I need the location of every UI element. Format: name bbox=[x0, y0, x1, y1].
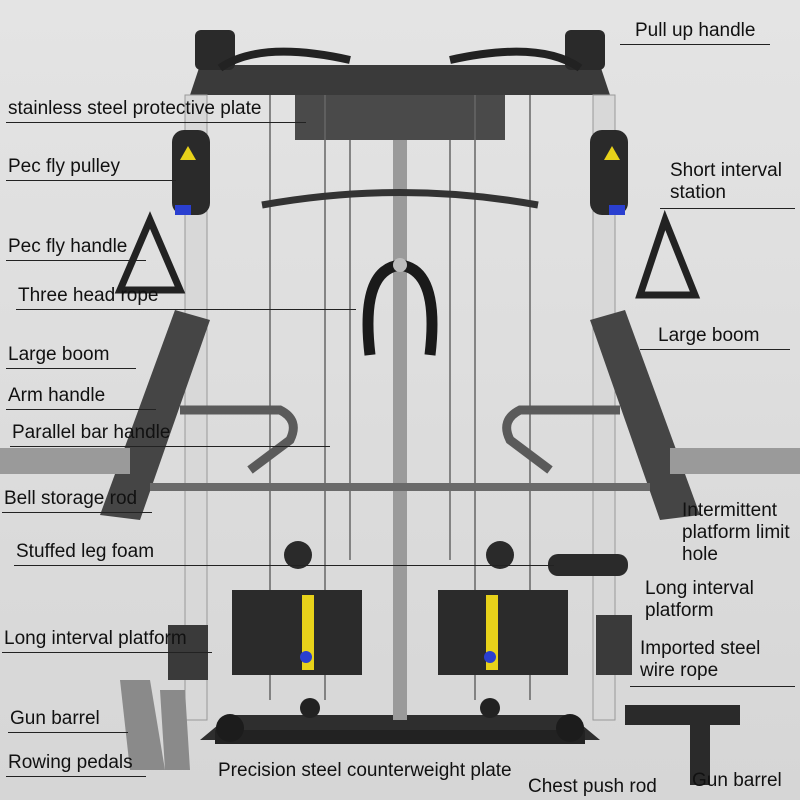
leg-foam bbox=[548, 554, 628, 576]
leader-large-boom-right bbox=[640, 349, 790, 350]
leader-large-boom-left bbox=[6, 368, 136, 369]
label-gun-barrel-left: Gun barrel bbox=[10, 708, 100, 729]
label-long-interval-platform-left: Long interval platform bbox=[4, 628, 187, 649]
platform-right bbox=[596, 615, 632, 675]
leader-protective-plate bbox=[6, 122, 306, 123]
leader-pec-fly-pulley bbox=[6, 180, 176, 181]
bell-storage-rods bbox=[0, 448, 800, 474]
leader-pec-fly-handle bbox=[6, 260, 146, 261]
leader-arm-handle bbox=[6, 409, 156, 410]
label-stuffed-leg-foam: Stuffed leg foam bbox=[16, 541, 155, 562]
label-gun-barrel-right: Gun barrel bbox=[692, 770, 782, 791]
label-intermittent-platform-limit-hole: Intermittent platform limit hole bbox=[682, 500, 790, 565]
label-arm-handle: Arm handle bbox=[8, 385, 106, 406]
base-frame bbox=[200, 698, 600, 744]
label-parallel-bar-handle: Parallel bar handle bbox=[12, 422, 171, 443]
rope-clip bbox=[393, 258, 407, 272]
weight-stacks bbox=[232, 541, 568, 675]
label-counterweight-plate: Precision steel counterweight plate bbox=[218, 760, 512, 781]
rowing-pedals bbox=[120, 680, 190, 770]
leader-stuffed-leg-foam bbox=[14, 565, 554, 566]
top-frame bbox=[190, 30, 610, 140]
parallel-bar-handles bbox=[180, 405, 620, 474]
label-bell-storage-rod: Bell storage rod bbox=[4, 488, 138, 509]
label-pec-fly-pulley: Pec fly pulley bbox=[8, 156, 120, 177]
pec-fly-handles bbox=[114, 209, 701, 299]
label-long-interval-platform-right: Long interval platform bbox=[645, 578, 754, 621]
smith-bar bbox=[150, 483, 650, 491]
leader-three-head-rope bbox=[16, 309, 356, 310]
leader-gun-barrel-left bbox=[8, 732, 128, 733]
label-chest-push-rod: Chest push rod bbox=[528, 776, 657, 797]
lat-bar bbox=[261, 189, 539, 209]
label-imported-steel-wire-rope: Imported steel wire rope bbox=[640, 638, 761, 681]
leader-bell-storage-rod bbox=[2, 512, 152, 513]
leader-parallel-bar-handle bbox=[10, 446, 330, 447]
label-pec-fly-handle: Pec fly handle bbox=[8, 236, 128, 257]
leader-imported-steel-wire-rope bbox=[630, 686, 795, 687]
leader-pull-up-handle bbox=[620, 44, 770, 45]
pec-fly-pulleys bbox=[172, 130, 628, 215]
leader-short-interval-station bbox=[660, 208, 795, 209]
leader-rowing-pedals bbox=[6, 776, 146, 777]
label-large-boom-left: Large boom bbox=[8, 344, 110, 365]
label-three-head-rope: Three head rope bbox=[18, 285, 159, 306]
leader-long-interval-platform-left bbox=[2, 652, 212, 653]
label-protective-plate: stainless steel protective plate bbox=[8, 98, 262, 119]
label-short-interval-station: Short interval station bbox=[670, 160, 782, 203]
label-large-boom-right: Large boom bbox=[658, 325, 760, 346]
chest-push-rod bbox=[625, 705, 740, 785]
label-pull-up-handle: Pull up handle bbox=[635, 20, 756, 41]
label-rowing-pedals: Rowing pedals bbox=[8, 752, 133, 773]
